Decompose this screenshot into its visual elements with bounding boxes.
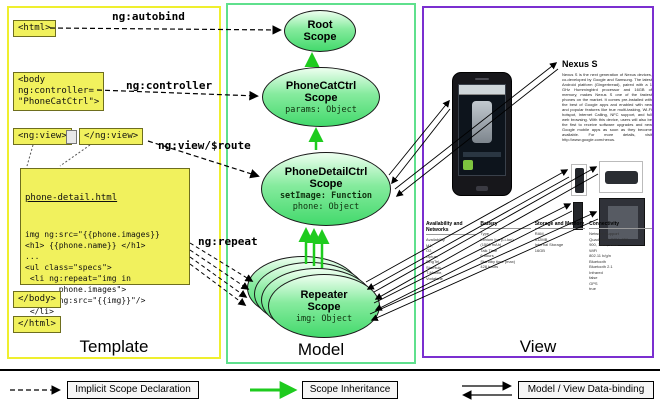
ng-view-placeholder-icon	[66, 130, 77, 144]
spec-header-connectivity: Connectivity	[589, 221, 653, 229]
phone-home-button	[476, 186, 488, 191]
phone-thumbnail-front	[571, 164, 587, 196]
code-title: phone-detail.html	[25, 193, 118, 203]
ng-autobind-label: ng:autobind	[112, 10, 185, 23]
html-open-tag-box: <html>	[13, 20, 56, 37]
view-phone-description: Nexus S is the next generation of Nexus …	[562, 72, 652, 142]
phonedetailctrl-scope-prop-phone: phone: Object	[292, 202, 360, 212]
body-close-tag-box: </body>	[13, 291, 61, 308]
spec-header-availability: Availability and Networks	[426, 221, 477, 235]
phone-thumbnail-back	[599, 198, 645, 246]
phonedetailctrl-scope-name: PhoneDetailCtrl Scope	[284, 166, 368, 190]
legend-implicit-scope-declaration: Implicit Scope Declaration	[67, 381, 199, 399]
code-lines: img ng:src="{{phone.images}}<h1> {{phone…	[25, 230, 160, 327]
root-scope-name: Root Scope	[303, 19, 337, 43]
phone-screen	[458, 84, 506, 176]
view-column-label: View	[519, 337, 557, 356]
legend-scope-inheritance: Scope Inheritance	[302, 381, 398, 399]
template-column-frame	[7, 6, 221, 359]
spec-header-battery: Battery	[480, 221, 531, 229]
ng-controller-label: ng:controller	[126, 79, 213, 92]
legend-model-view-databinding: Model / View Data-binding	[518, 381, 654, 399]
view-phone-title: Nexus S	[562, 59, 598, 69]
phone-speaker	[475, 78, 489, 80]
phonecatctrl-scope-name: PhoneCatCtrl Scope	[285, 79, 357, 104]
thumbnail-back-image	[608, 206, 638, 239]
phonedetailctrl-scope-prop-setimage: setImage: Function	[279, 191, 373, 201]
repeater-scope-ellipse: Repeater Scope img: Object	[268, 274, 380, 338]
thumbnail-side-image	[605, 171, 638, 184]
template-column-label: Template	[79, 337, 149, 356]
phonedetailctrl-scope-ellipse: PhoneDetailCtrl Scope setImage: Function…	[261, 152, 391, 226]
phone-screen-bar	[463, 152, 501, 157]
ng-view-route-label: ng:view/$route	[158, 139, 251, 152]
repeater-scope-prop: img: Object	[295, 313, 353, 324]
phone-screen-android-icon	[463, 160, 473, 170]
ng-view-open-tag-box: <ng:view>	[13, 128, 72, 145]
ng-view-close-tag-box: </ng:view>	[79, 128, 144, 145]
phone-detail-template-code-box: phone-detail.html img ng:src="{{phone.im…	[20, 168, 190, 327]
html-close-tag-box: </html>	[13, 316, 61, 333]
spec-header-storage: Storage and Memory	[534, 221, 586, 229]
root-scope-ellipse: Root Scope	[284, 10, 356, 52]
legend-separator-line	[0, 369, 660, 371]
phonecatctrl-scope-prop: params: Object	[285, 104, 357, 115]
phonecatctrl-scope-ellipse: PhoneCatCtrl Scope params: Object	[262, 67, 380, 127]
phone-screen-statusbar	[459, 85, 505, 95]
ng-repeat-label: ng:repeat	[198, 235, 258, 248]
repeater-scope-name: Repeater Scope	[300, 288, 348, 313]
model-column-label: Model	[297, 340, 345, 359]
nexus-phone-image	[452, 72, 512, 196]
phone-thumbnail-side	[599, 161, 643, 193]
phone-screen-photo	[472, 101, 492, 143]
thumbnail-front-image	[575, 168, 584, 193]
